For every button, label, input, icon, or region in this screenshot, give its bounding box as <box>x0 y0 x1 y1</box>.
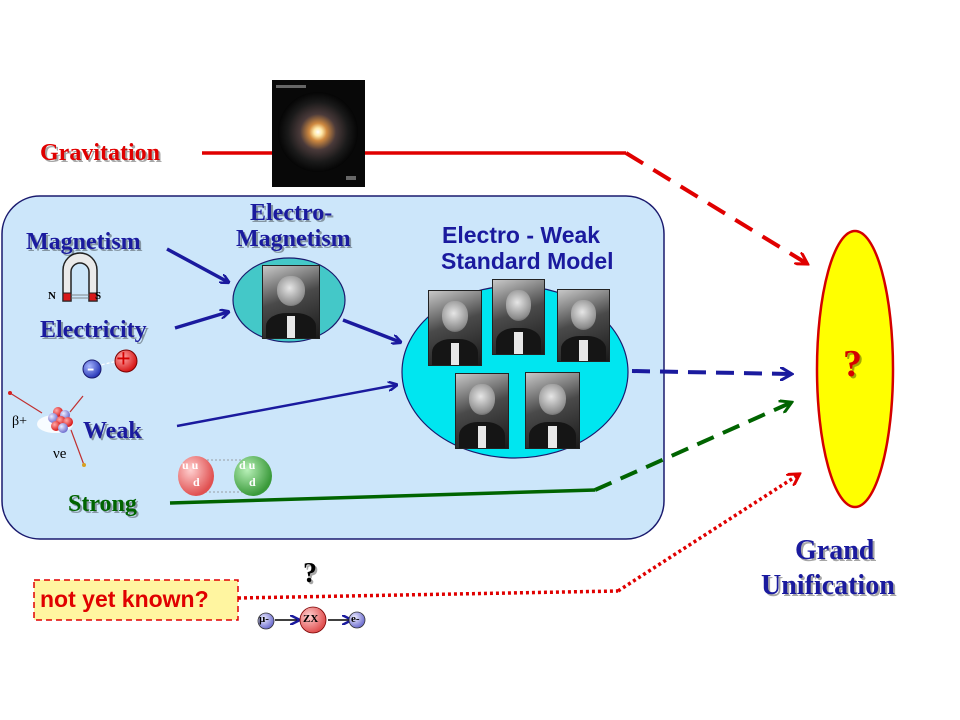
decay-e-label: e- <box>351 613 360 625</box>
portrait-photo-maxwell <box>262 265 320 339</box>
electricity-label: Electricity <box>40 317 147 343</box>
neutron-quarks-icon <box>234 456 272 496</box>
portrait-photo-5 <box>525 372 580 449</box>
neutron-quarks-top: d u <box>239 458 256 472</box>
portrait-photo-3 <box>557 289 610 362</box>
unknown-question-mark: ? <box>303 558 317 589</box>
decay-mu-label: μ- <box>259 613 269 625</box>
grand-question-mark: ? <box>843 343 862 385</box>
grand-unification-ellipse <box>815 229 895 509</box>
proton-quarks-bottom: d <box>193 475 200 489</box>
strong-line <box>169 403 790 505</box>
charge-plus-label: + <box>116 344 131 373</box>
decay-x-label: ZX <box>303 613 319 625</box>
portrait-photo-1 <box>428 290 482 366</box>
atom-nucleus-icon <box>8 391 86 467</box>
galaxy-image <box>272 80 365 187</box>
charge-minus-label: - <box>87 355 95 380</box>
arrow-magnetism-to-em <box>166 247 228 282</box>
magnetism-label: Magnetism <box>26 229 141 255</box>
electroweak-label-line1: Electro - Weak <box>442 222 601 248</box>
electroweak-label-line2: Standard Model <box>441 248 614 274</box>
arrow-electricity-to-em <box>174 312 228 330</box>
not-yet-known-box <box>33 579 239 621</box>
horseshoe-magnet-icon <box>62 252 98 302</box>
grand-label-line2: Unification <box>761 570 895 601</box>
electromagnetism-label-line1: Electro- <box>250 200 333 226</box>
beta-plus-label: β+ <box>12 414 28 429</box>
portrait-photo-2 <box>492 279 545 355</box>
decay-diagram <box>257 606 366 634</box>
weak-label: Weak <box>83 418 142 444</box>
electromagnetism-label-line2: Magnetism <box>236 226 351 252</box>
neutron-quarks-bottom: d <box>249 475 256 489</box>
magnet-south-label: S <box>95 290 102 302</box>
charges-icon <box>82 349 138 379</box>
arrow-em-to-electroweak <box>342 318 400 342</box>
portrait-photo-4 <box>455 373 509 449</box>
proton-quarks-top: u u <box>182 458 199 472</box>
gravitation-label: Gravitation <box>40 140 160 166</box>
strong-label: Strong <box>68 491 137 517</box>
grand-label-line1: Grand <box>795 535 875 566</box>
arrow-weak-to-electroweak <box>176 385 396 428</box>
magnet-north-label: N <box>48 290 56 302</box>
not-yet-known-label: not yet known? <box>40 586 209 612</box>
neutrino-label: νe <box>53 446 67 462</box>
